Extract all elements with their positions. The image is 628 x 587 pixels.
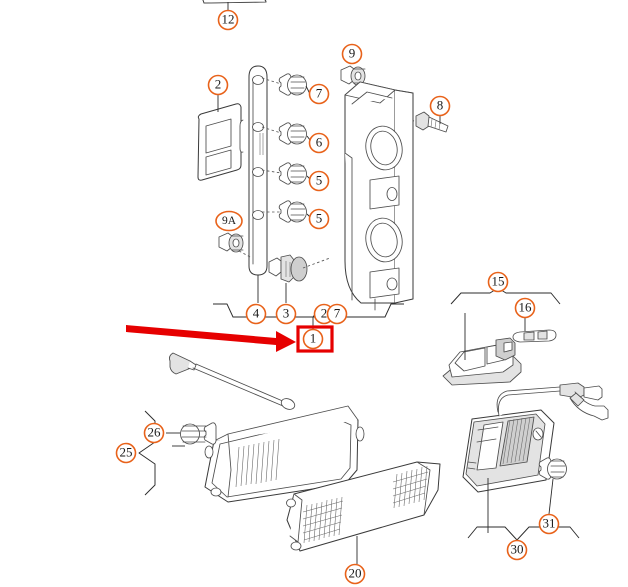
label-1-highlighted[interactable]: 1 (302, 328, 324, 350)
label-ring (143, 422, 165, 444)
red-arrow-callout (126, 325, 334, 353)
part-7-bulb-upper (261, 73, 311, 96)
label-ring (341, 43, 363, 65)
label-25[interactable]: 25 (115, 442, 137, 464)
assembly-bracket-group-30 (467, 526, 580, 542)
label-26[interactable]: 26 (143, 422, 165, 444)
assembly-bracket-group-15 (450, 287, 561, 305)
label-26-text: 26 (148, 424, 162, 439)
part-2-gasket-seal-plate (197, 94, 242, 181)
label-1-text: 1 (310, 330, 317, 345)
assembly-bracket-group-25 (138, 410, 156, 496)
label-ring (326, 303, 348, 325)
label-15[interactable]: 15 (487, 271, 509, 293)
label-ring (506, 539, 528, 561)
label-31[interactable]: 31 (538, 513, 560, 535)
part-9A-clip-fastener-alt (218, 228, 253, 259)
part-12-upper-bracket-fragment (202, 0, 267, 12)
part-3-grommet-plug (268, 254, 331, 303)
label-ring (308, 170, 330, 192)
label-3-text: 3 (283, 305, 290, 320)
label-ring (302, 328, 324, 350)
label-ring (275, 303, 297, 325)
label-7-text: 7 (316, 85, 323, 100)
part-5b-bulb (262, 200, 311, 223)
label-9A-text: 9A (222, 215, 237, 227)
label-ring (245, 303, 267, 325)
label-12-text: 12 (222, 11, 235, 26)
label-30[interactable]: 30 (506, 539, 528, 561)
label-20-text: 20 (349, 565, 362, 580)
label-2[interactable]: 2 (207, 74, 229, 96)
part-31-interior-lamp-bulb (538, 457, 567, 515)
label-5-upper[interactable]: 5 (308, 170, 330, 192)
label-ring (308, 83, 330, 105)
part-26-side-marker-bulb (166, 422, 217, 445)
label-15-text: 15 (492, 273, 505, 288)
label-ring (217, 9, 239, 31)
part-20-reflector-lens (286, 461, 441, 564)
highlight-box-part-1 (296, 325, 334, 353)
label-7[interactable]: 7 (308, 83, 330, 105)
label-12[interactable]: 12 (217, 9, 239, 31)
label-20[interactable]: 20 (344, 563, 366, 585)
part-4-bulb-carrier-strip (239, 65, 268, 303)
part-15-licence-plate-lamp (442, 313, 522, 386)
label-9-text: 9 (349, 45, 356, 60)
label-31-text: 31 (543, 515, 556, 530)
label-8[interactable]: 8 (429, 95, 451, 117)
label-4[interactable]: 4 (245, 303, 267, 325)
part-30-interior-lamp-unit (462, 382, 609, 533)
label-9[interactable]: 9 (341, 43, 363, 65)
label-ring (344, 563, 366, 585)
label-2-text: 2 (215, 76, 222, 91)
part-25-side-marker-lamp (169, 352, 365, 503)
label-ring (514, 297, 536, 319)
label-8-text: 8 (437, 97, 444, 112)
label-6-text: 6 (316, 134, 323, 149)
label-2b-text: 2 (321, 305, 328, 320)
label-6[interactable]: 6 (308, 132, 330, 154)
label-5b-text: 5 (316, 210, 323, 225)
part-16-licence-plate-bulb (512, 318, 557, 343)
label-5a-text: 5 (316, 172, 323, 187)
label-7b-text: 7 (334, 305, 341, 320)
label-ring (487, 271, 509, 293)
label-ring (308, 132, 330, 154)
label-ring (538, 513, 560, 535)
label-7-bracket[interactable]: 7 (326, 303, 348, 325)
label-ring (115, 442, 137, 464)
part-5a-bulb (261, 162, 311, 185)
label-16[interactable]: 16 (514, 297, 536, 319)
label-9A[interactable]: 9A (215, 210, 243, 232)
label-ring (207, 74, 229, 96)
label-3[interactable]: 3 (275, 303, 297, 325)
label-5-lower[interactable]: 5 (308, 208, 330, 230)
label-ring (429, 95, 451, 117)
label-4-text: 4 (253, 305, 260, 320)
label-25-text: 25 (120, 444, 133, 459)
label-ring (308, 208, 330, 230)
label-ring (215, 210, 243, 232)
part-6-bulb-second (261, 122, 311, 145)
label-30-text: 30 (511, 541, 524, 556)
label-16-text: 16 (519, 299, 533, 314)
part-1-tail-light-assembly (344, 81, 414, 311)
